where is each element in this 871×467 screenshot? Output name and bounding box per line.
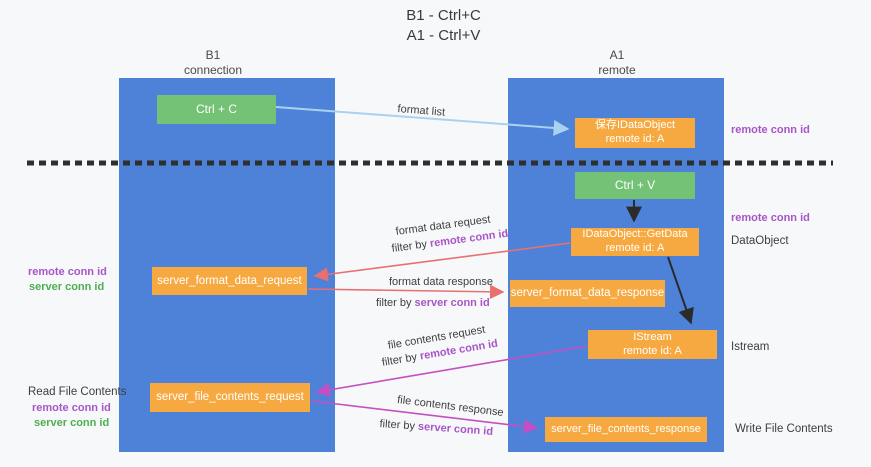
server-conn-id-text-2: server conn id — [417, 420, 494, 438]
file-contents-response-label: file contents response — [396, 394, 505, 419]
lane-left-role: connection — [183, 63, 243, 77]
filter-by-text-1: filter by — [391, 237, 431, 255]
title-line-2: A1 - Ctrl+V — [406, 27, 481, 44]
server-format-data-response-box: server_format_data_response — [510, 280, 665, 307]
left-remote-conn-id-2: remote conn id — [32, 402, 111, 414]
write-file-contents-label: Write File Contents — [735, 423, 833, 435]
ctrl-v-label: Ctrl + V — [614, 178, 656, 192]
format-response-label: server_format_data_response — [510, 287, 665, 300]
right-istream-label: Istream — [731, 341, 770, 353]
lane-left-name: B1 — [205, 48, 221, 62]
istream-line2: remote id: A — [623, 344, 682, 357]
format-response-filter-label: filter by server conn id — [376, 297, 490, 309]
left-remote-conn-id-1: remote conn id — [28, 266, 107, 278]
getdata-line1: IDataObject::GetData — [582, 228, 688, 241]
file-request-label: server_file_contents_request — [156, 391, 304, 404]
left-server-conn-id-1: server conn id — [29, 281, 105, 293]
save-dataobject-box: 保存IDataObject remote id: A — [575, 118, 695, 148]
ctrl-v-box: Ctrl + V — [575, 172, 695, 199]
lane-header-left: B1 connection — [105, 48, 321, 78]
right-remote-conn-id-mid: remote conn id — [731, 212, 810, 224]
right-remote-conn-id-top: remote conn id — [731, 124, 810, 136]
save-dataobject-line1: 保存IDataObject — [594, 119, 676, 132]
save-dataobject-line2: remote id: A — [605, 133, 665, 145]
istream-box: IStream remote id: A — [588, 330, 717, 359]
format-request-label: server_format_data_request — [157, 274, 302, 287]
diagram-title: B1 - Ctrl+C A1 - Ctrl+V — [16, 6, 871, 46]
istream-line1: IStream — [633, 330, 672, 343]
format-data-response-arrow — [307, 284, 505, 299]
file-response-filter-label: filter by server conn id — [379, 418, 493, 438]
idataobject-getdata-box: IDataObject::GetData remote id: A — [571, 228, 699, 256]
server-file-contents-request-box: server_file_contents_request — [150, 383, 310, 412]
server-conn-id-text-1: server conn id — [414, 297, 490, 309]
server-format-data-request-box: server_format_data_request — [152, 267, 307, 295]
lane-right-role: remote — [598, 63, 636, 77]
left-server-conn-id-2: server conn id — [34, 417, 110, 429]
ctrl-c-label: Ctrl + C — [195, 102, 237, 116]
ctrl-c-box: Ctrl + C — [157, 95, 276, 124]
filter-by-text-4: filter by — [379, 418, 419, 433]
filter-by-text-2: filter by — [376, 297, 415, 309]
getdata-line2: remote id: A — [605, 242, 665, 254]
format-list-label: format list — [397, 103, 446, 119]
title-line-1: B1 - Ctrl+C — [406, 7, 481, 24]
file-response-label: server_file_contents_response — [551, 422, 701, 435]
lane-right-name: A1 — [609, 48, 625, 62]
format-data-response-label: format data response — [389, 276, 493, 288]
read-file-contents-label: Read File Contents — [28, 386, 127, 398]
filter-by-text-3: filter by — [381, 350, 421, 369]
lane-header-right: A1 remote — [509, 48, 725, 78]
right-dataobject-label: DataObject — [731, 235, 789, 247]
server-file-contents-response-box: server_file_contents_response — [545, 417, 707, 442]
